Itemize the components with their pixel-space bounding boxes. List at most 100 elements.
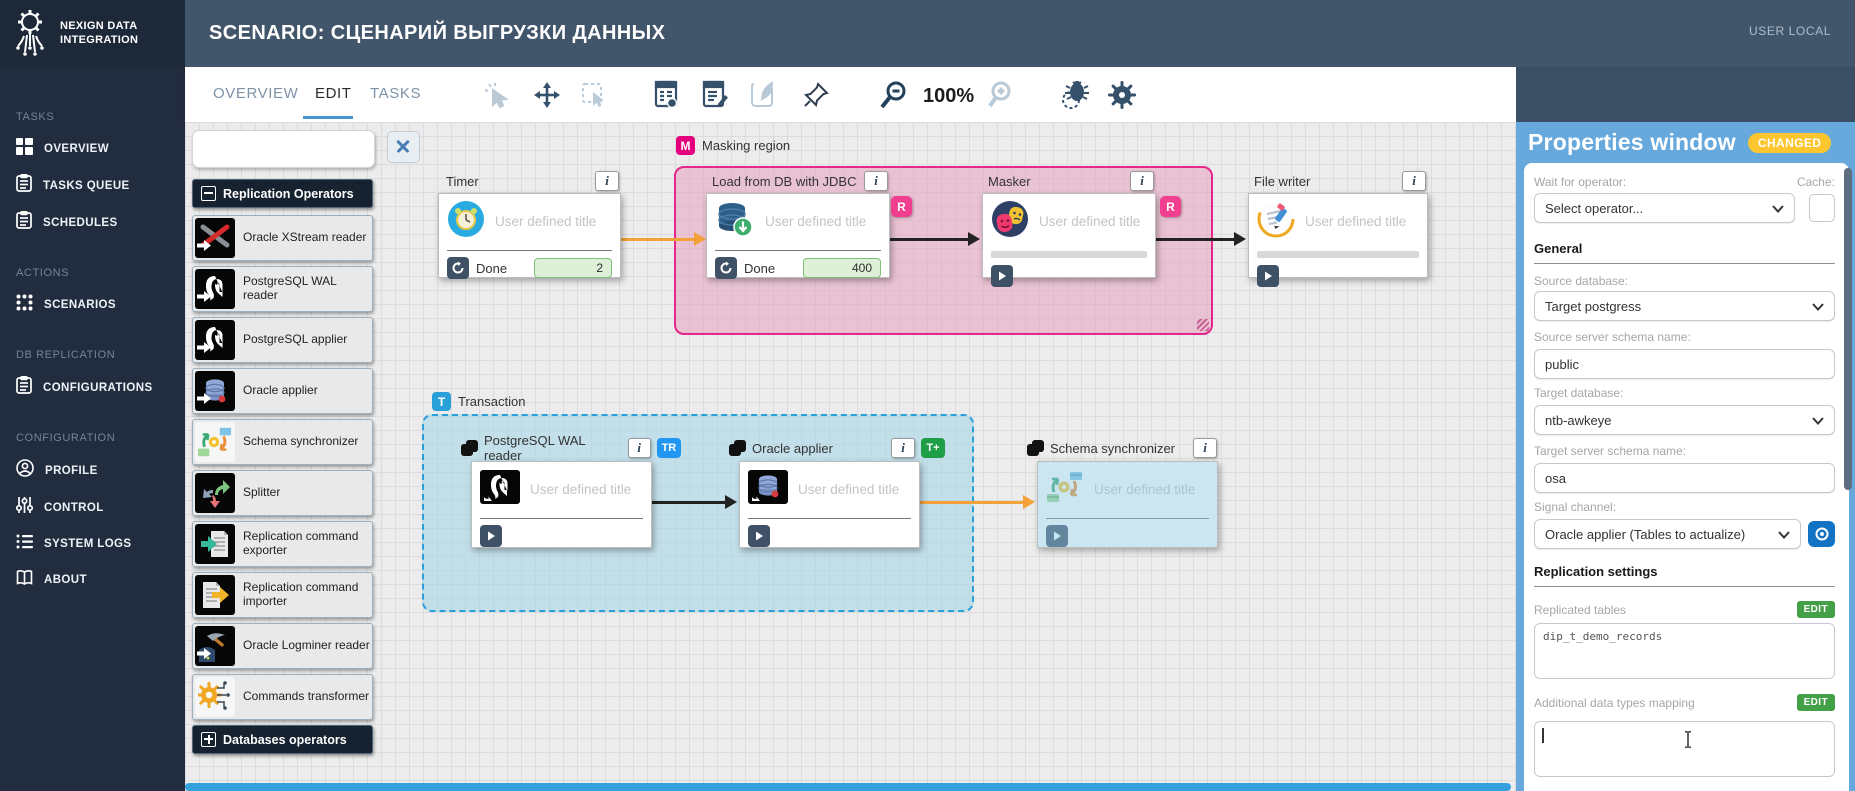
info-icon[interactable]: i <box>891 438 915 458</box>
timer-node-label: Timer i <box>446 171 619 191</box>
copies-icon <box>729 440 746 456</box>
connection-jdbc-masker[interactable] <box>890 232 980 246</box>
info-icon[interactable]: i <box>1130 171 1154 191</box>
edit-mapping-button[interactable]: EDIT <box>1796 694 1835 711</box>
sidebar-item-scenarios[interactable]: SCENARIOS <box>0 287 185 323</box>
postgresql-icon <box>195 320 235 360</box>
masker-node[interactable]: User defined title <box>982 193 1156 287</box>
search-input[interactable] <box>192 130 375 168</box>
info-icon[interactable]: i <box>1193 438 1217 458</box>
rerun-icon[interactable] <box>447 257 469 279</box>
operator-schema-synchronizer[interactable]: Schema synchronizer <box>192 419 373 465</box>
zoom-in-icon[interactable] <box>985 79 1019 111</box>
sidebar-item-about[interactable]: ABOUT <box>0 562 185 598</box>
scenario-properties-icon[interactable] <box>650 79 684 111</box>
postgresql-icon <box>195 269 235 309</box>
masking-region-label: M Masking region <box>676 136 790 155</box>
play-icon[interactable] <box>1257 265 1279 287</box>
operators-panel: Replication Operators Oracle XStream rea… <box>192 130 420 761</box>
nodes-icon <box>16 294 33 316</box>
sidebar: TASKS OVERVIEW TASKS QUEUE SCHEDULES ACT… <box>0 67 185 791</box>
chevron-down-icon <box>1772 201 1784 216</box>
user-label[interactable]: USER LOCAL <box>1748 24 1831 38</box>
edit-list-icon[interactable] <box>698 79 732 111</box>
logs-icon <box>16 533 33 555</box>
file-writer-node[interactable]: User defined title <box>1248 193 1428 287</box>
tab-tasks[interactable]: TASKS <box>370 85 422 102</box>
pg-wal-node[interactable]: User defined title <box>471 461 652 548</box>
person-icon <box>16 459 34 482</box>
target-schema-input[interactable]: osa <box>1534 463 1835 493</box>
operator-oracle-logminer-reader[interactable]: Oracle Logminer reader <box>192 623 373 669</box>
sidebar-item-overview[interactable]: OVERVIEW <box>0 131 185 167</box>
edit-replicated-tables-button[interactable]: EDIT <box>1796 601 1835 618</box>
source-schema-input[interactable]: public <box>1534 349 1835 379</box>
tab-edit[interactable]: EDIT <box>315 85 352 102</box>
zoom-out-icon[interactable] <box>877 79 911 111</box>
script-quill-icon[interactable] <box>746 79 780 111</box>
wait-for-operator-select[interactable]: Select operator... <box>1534 193 1795 223</box>
debug-bug-icon[interactable] <box>1057 79 1091 111</box>
move-tool-icon[interactable] <box>530 79 564 111</box>
rerun-icon[interactable] <box>715 257 737 279</box>
masking-r-badge: R <box>1160 196 1181 217</box>
target-database-select[interactable]: ntb-awkeye <box>1534 405 1835 435</box>
transaction-badge: T <box>432 392 451 411</box>
marquee-select-icon[interactable] <box>577 79 611 111</box>
replicated-tables-textarea[interactable]: dip_t_demo_records <box>1534 623 1835 679</box>
sidebar-item-system-logs[interactable]: SYSTEM LOGS <box>0 526 185 562</box>
jdbc-node-label: Load from DB with JDBC i <box>712 171 888 191</box>
connection-masker-filewriter[interactable] <box>1156 232 1246 246</box>
timer-node[interactable]: User defined title Done 2 <box>438 193 621 279</box>
play-icon[interactable] <box>480 525 502 547</box>
signal-channel-select[interactable]: Oracle applier (Tables to actualize) <box>1534 519 1801 549</box>
operator-oracle-applier[interactable]: Oracle applier <box>192 368 373 414</box>
operator-replication-command-exporter[interactable]: Replication command exporter <box>192 521 373 567</box>
operator-oracle-xstream-reader[interactable]: Oracle XStream reader <box>192 215 373 261</box>
app-logo[interactable]: NEXIGN DATA INTEGRATION <box>0 0 185 67</box>
command-importer-icon <box>195 575 235 615</box>
pointer-select-icon[interactable] <box>480 79 514 111</box>
chevron-down-icon <box>1812 413 1824 428</box>
play-icon[interactable] <box>1046 525 1068 547</box>
source-database-select[interactable]: Target postgress <box>1534 291 1835 321</box>
jdbc-node[interactable]: User defined title Done 400 <box>706 193 890 279</box>
signal-channel-link-button[interactable] <box>1808 521 1835 547</box>
info-icon[interactable]: i <box>627 438 651 458</box>
info-icon[interactable]: i <box>595 171 619 191</box>
pin-icon[interactable] <box>799 79 833 111</box>
group-replication-operators[interactable]: Replication Operators <box>192 179 373 208</box>
play-icon[interactable] <box>748 525 770 547</box>
mapping-textarea[interactable] <box>1534 721 1835 777</box>
sidebar-item-schedules[interactable]: SCHEDULES <box>0 204 185 241</box>
operator-commands-transformer[interactable]: Commands transformer <box>192 674 373 720</box>
sidebar-item-configurations[interactable]: CONFIGURATIONS <box>0 369 185 406</box>
operator-postgresql-wal-reader[interactable]: PostgreSQL WAL reader <box>192 266 373 312</box>
file-writer-node-label: File writer i <box>1254 171 1426 191</box>
operator-postgresql-applier[interactable]: PostgreSQL applier <box>192 317 373 363</box>
clear-search-button[interactable] <box>387 131 420 163</box>
wait-for-operator-label: Wait for operator: <box>1534 175 1627 189</box>
info-icon[interactable]: i <box>864 171 888 191</box>
connection-pgwal-oracleapplier[interactable] <box>652 495 737 509</box>
mapping-label: Additional data types mapping <box>1534 695 1695 710</box>
connection-oracleapplier-schemasync[interactable] <box>920 495 1035 509</box>
oracle-applier-node[interactable]: User defined title <box>739 461 920 548</box>
pg-wal-node-label: PostgreSQL WAL reader i TR <box>461 433 681 463</box>
properties-scrollbar[interactable] <box>1844 168 1852 490</box>
sidebar-item-control[interactable]: CONTROL <box>0 489 185 526</box>
play-icon[interactable] <box>991 265 1013 287</box>
tab-overview[interactable]: OVERVIEW <box>213 85 299 102</box>
canvas-horizontal-scrollbar[interactable] <box>185 783 1511 791</box>
settings-gear-icon[interactable] <box>1105 79 1139 111</box>
connection-timer-jdbc[interactable] <box>621 232 706 246</box>
sidebar-item-profile[interactable]: PROFILE <box>0 452 185 489</box>
info-icon[interactable]: i <box>1402 171 1426 191</box>
operator-replication-command-importer[interactable]: Replication command importer <box>192 572 373 618</box>
schema-sync-node[interactable]: User defined title <box>1037 461 1218 548</box>
group-databases-operators[interactable]: Databases operators <box>192 725 373 754</box>
book-icon <box>16 569 33 591</box>
operator-splitter[interactable]: Splitter <box>192 470 373 516</box>
cache-checkbox[interactable] <box>1809 194 1835 222</box>
sidebar-item-tasks-queue[interactable]: TASKS QUEUE <box>0 167 185 204</box>
